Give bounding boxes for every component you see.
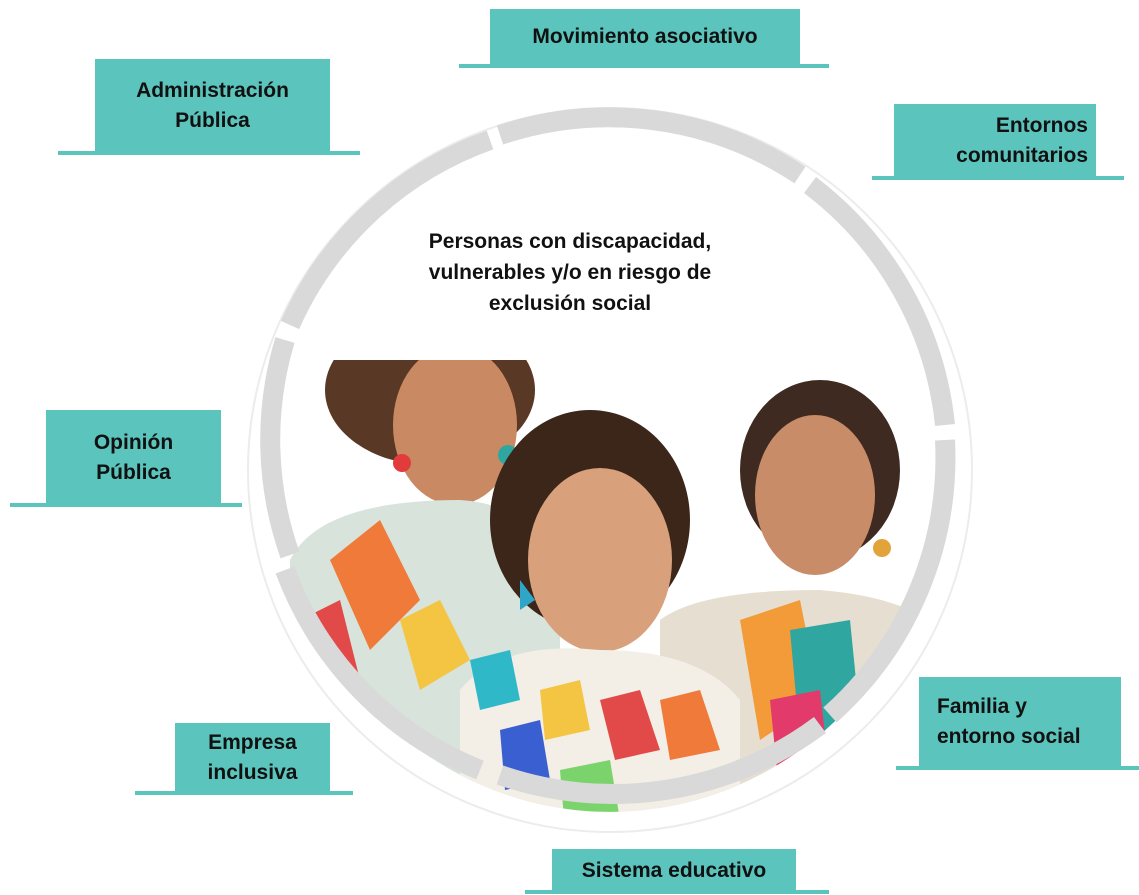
underline-administracion bbox=[58, 151, 360, 155]
ring-segment-lower-right bbox=[823, 439, 956, 723]
underline-movimiento bbox=[459, 64, 829, 68]
label-opinion-publica: Opinión Pública bbox=[46, 410, 221, 505]
underline-sistema bbox=[525, 890, 829, 894]
ring-segments bbox=[260, 107, 956, 804]
label-sistema-educativo: Sistema educativo bbox=[552, 849, 796, 893]
label-familia-entorno: Familia y entorno social bbox=[919, 677, 1121, 767]
label-entornos-comunitarios: Entornos comunitarios bbox=[894, 104, 1096, 178]
ring-segment-upper-left bbox=[280, 130, 494, 330]
label-movimiento-asociativo: Movimiento asociativo bbox=[490, 9, 800, 65]
underline-empresa bbox=[135, 791, 353, 795]
center-title: Personas con discapacidad, vulnerables y… bbox=[428, 230, 712, 315]
underline-opinion bbox=[10, 503, 242, 507]
label-empresa-inclusiva: Empresa inclusiva bbox=[175, 723, 330, 793]
ring-segment-left bbox=[260, 337, 300, 559]
people-photo bbox=[270, 360, 950, 812]
underline-entornos bbox=[872, 176, 1124, 180]
ring-segment-top bbox=[496, 107, 806, 184]
ring-segment-upper-right bbox=[803, 177, 955, 427]
ring-segment-bottom bbox=[496, 716, 826, 804]
underline-familia bbox=[896, 766, 1139, 770]
label-administracion-publica: Administración Pública bbox=[95, 59, 330, 152]
ring-segment-lower-left bbox=[275, 566, 484, 780]
